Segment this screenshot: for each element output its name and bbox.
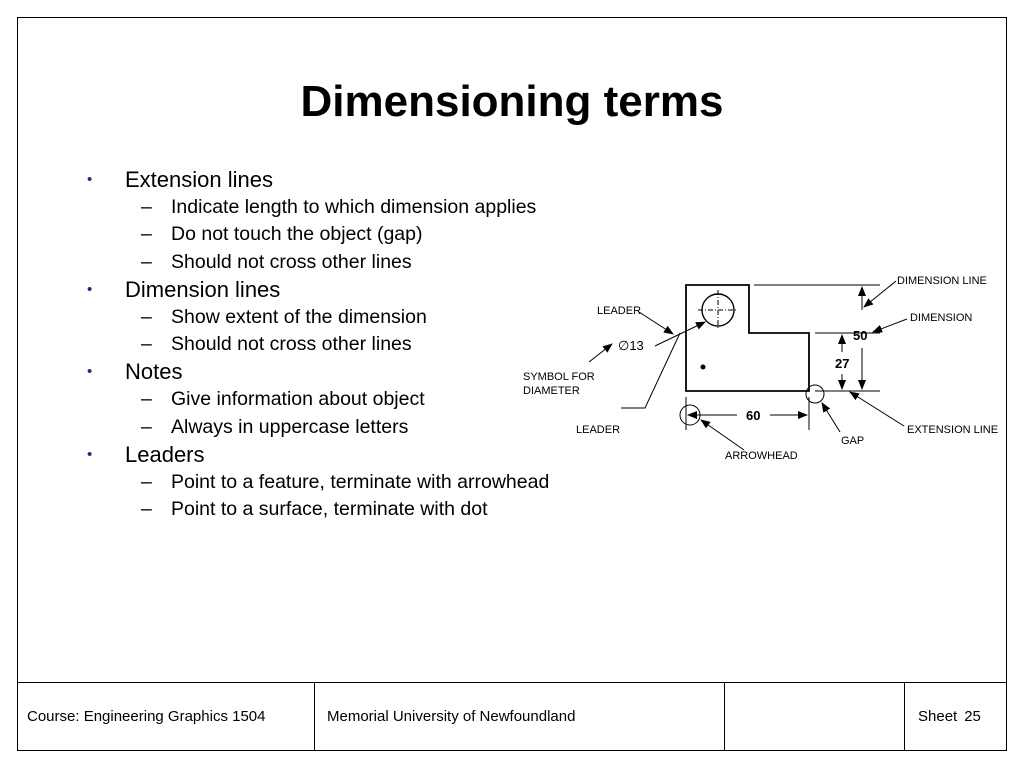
footer-course: Course: Engineering Graphics 1504 [17,683,315,750]
dimension-value-27: 27 [835,356,849,371]
sub-item: –Show extent of the dimension [125,304,549,331]
gap-callout-circle [805,384,825,404]
dimension-value-60: 60 [746,408,760,423]
dash-icon: – [141,250,152,273]
leader-label: LEADER [576,424,620,436]
sub-item-text: Indicate length to which dimension appli… [171,196,537,218]
dash-icon: – [141,196,152,218]
pointer-line [872,318,908,333]
bullet-label: Dimension lines [125,276,281,302]
sub-list: –Show extent of the dimension –Should no… [125,304,549,359]
slide-title: Dimensioning terms [300,77,724,126]
sub-item-text: Do not touch the object (gap) [171,223,423,246]
dash-icon: – [141,415,152,438]
arrowhead-label: ARROWHEAD [725,450,798,462]
sub-item: –Indicate length to which dimension appl… [125,194,549,221]
dash-icon: – [141,305,152,328]
dimension-line-label: DIMENSION LINE [897,275,987,287]
sub-item-text: Should not cross other lines [171,250,412,273]
dash-icon: – [141,223,152,246]
gap-label: GAP [841,435,864,447]
dimension-value-50: 50 [853,328,867,343]
arrowhead-callout-circle [679,404,701,426]
footer-sheet: Sheet 25 [905,683,1005,750]
pointer-line [863,280,897,308]
pointer-line [588,343,613,363]
leader-label: LEADER [597,305,641,317]
bullet-notes: • Notes –Give information about object –… [87,358,549,441]
bullet-label: Notes [125,359,183,385]
sub-item: –Point to a surface, terminate with dot [125,496,549,523]
diameter-label: DIAMETER [523,385,580,397]
sub-item: –Always in uppercase letters [125,414,549,441]
bullet-dot-icon: • [87,280,93,298]
dash-icon: – [141,471,152,494]
sub-item-text: Should not cross other lines [171,333,412,356]
footer-blank-cell [725,683,905,750]
sub-item: –Point to a feature, terminate with arro… [125,469,549,496]
sheet-number: 25 [964,708,981,725]
symbol-for-label: SYMBOL FOR [523,371,595,383]
university-text: Memorial University of Newfoundland [327,708,576,725]
extension-line-label: EXTENSION LINE [907,424,998,436]
dimensioning-diagram: DIMENSION LINE DIMENSION LEADER SYMBOL F… [523,275,998,462]
bullet-dimension-lines: • Dimension lines –Show extent of the di… [87,276,549,359]
sub-list: –Give information about object –Always i… [125,386,549,441]
sub-item: –Give information about object [125,386,549,413]
dash-icon: – [141,333,152,356]
sub-item-text: Give information about object [171,388,425,411]
sub-item-text: Show extent of the dimension [171,305,427,328]
sub-list: –Point to a feature, terminate with arro… [125,469,549,524]
sub-item: –Should not cross other lines [125,249,549,276]
leader-dot [700,364,706,370]
footer-bar: Course: Engineering Graphics 1504 Memori… [17,682,1007,751]
course-text: Course: Engineering Graphics 1504 [27,708,266,725]
object-outline [685,284,810,392]
sub-item: –Should not cross other lines [125,331,549,358]
pointer-line [638,311,674,335]
pointer-line [849,391,905,427]
pointer-line [621,332,681,409]
bullet-dot-icon: • [87,446,93,464]
bullet-dot-icon: • [87,171,93,188]
bullet-dot-icon: • [87,363,93,381]
dash-icon: – [141,388,152,411]
sub-item: –Do not touch the object (gap) [125,221,549,248]
pointer-line [821,402,841,433]
sub-item-text: Always in uppercase letters [171,415,409,438]
bullet-extension-lines: • Extension lines –Indicate length to wh… [87,166,549,276]
footer-university: Memorial University of Newfoundland [315,683,725,750]
dash-icon: – [141,498,152,521]
slide-frame [17,17,1007,751]
bullet-list: • Extension lines –Indicate length to wh… [87,166,549,524]
sub-list: –Indicate length to which dimension appl… [125,194,549,276]
pointer-line [700,419,745,451]
sheet-label: Sheet [918,708,958,725]
hole-note: ∅13 [618,338,644,353]
bullet-leaders: • Leaders –Point to a feature, terminate… [87,441,549,524]
sub-item-text: Point to a feature, terminate with arrow… [171,471,550,494]
sub-item-text: Point to a surface, terminate with dot [171,498,488,521]
bullet-label: Extension lines [125,167,273,192]
dimension-label: DIMENSION [910,312,972,324]
bullet-label: Leaders [125,442,205,468]
